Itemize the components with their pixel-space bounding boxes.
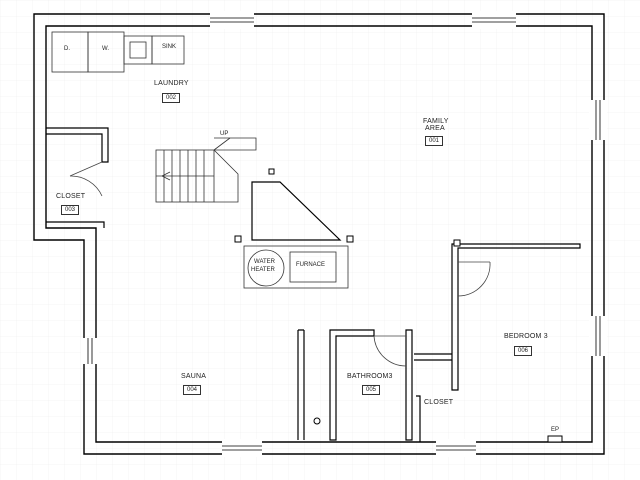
room-name-sauna: SAUNA	[181, 373, 207, 380]
room-name-closet-right: CLOSET	[424, 399, 454, 406]
mechanical-equipment	[243, 245, 349, 289]
door-swings	[69, 161, 491, 367]
windows	[81, 11, 607, 457]
electrical-panel	[547, 435, 563, 443]
stair	[155, 137, 257, 203]
sink-label: SINK	[162, 44, 177, 50]
room-name-family-2: AREA	[425, 125, 445, 132]
stair-up-label: UP	[220, 131, 229, 137]
drain-marker	[313, 417, 321, 425]
room-number-bedroom: 006	[514, 346, 533, 356]
room-number-sauna: 004	[183, 385, 202, 395]
interior-walls	[46, 127, 581, 442]
washer-label: W.	[102, 46, 109, 52]
water-heater-label-2: HEATER	[251, 267, 275, 273]
room-number-family: 001	[425, 136, 444, 146]
mechanical-chase	[251, 181, 342, 241]
electrical-panel-label: EP	[551, 427, 560, 433]
room-name-bedroom: BEDROOM 3	[504, 333, 548, 340]
exterior-walls	[33, 13, 605, 455]
room-name-family-1: FAMILY	[423, 118, 449, 125]
furnace-label: FURNACE	[296, 262, 326, 268]
room-number-closet-left: 003	[61, 205, 80, 215]
room-number-bathroom: 005	[362, 385, 381, 395]
water-heater-label-1: WATER	[254, 259, 275, 265]
dryer-label: D.	[64, 46, 70, 52]
room-name-laundry: LAUNDRY	[154, 80, 189, 87]
room-number-laundry: 002	[162, 93, 181, 103]
column-markers	[234, 168, 461, 247]
laundry-fixtures	[51, 31, 185, 73]
room-name-closet-left: CLOSET	[56, 193, 86, 200]
room-name-bathroom: BATHROOM3	[347, 373, 393, 380]
